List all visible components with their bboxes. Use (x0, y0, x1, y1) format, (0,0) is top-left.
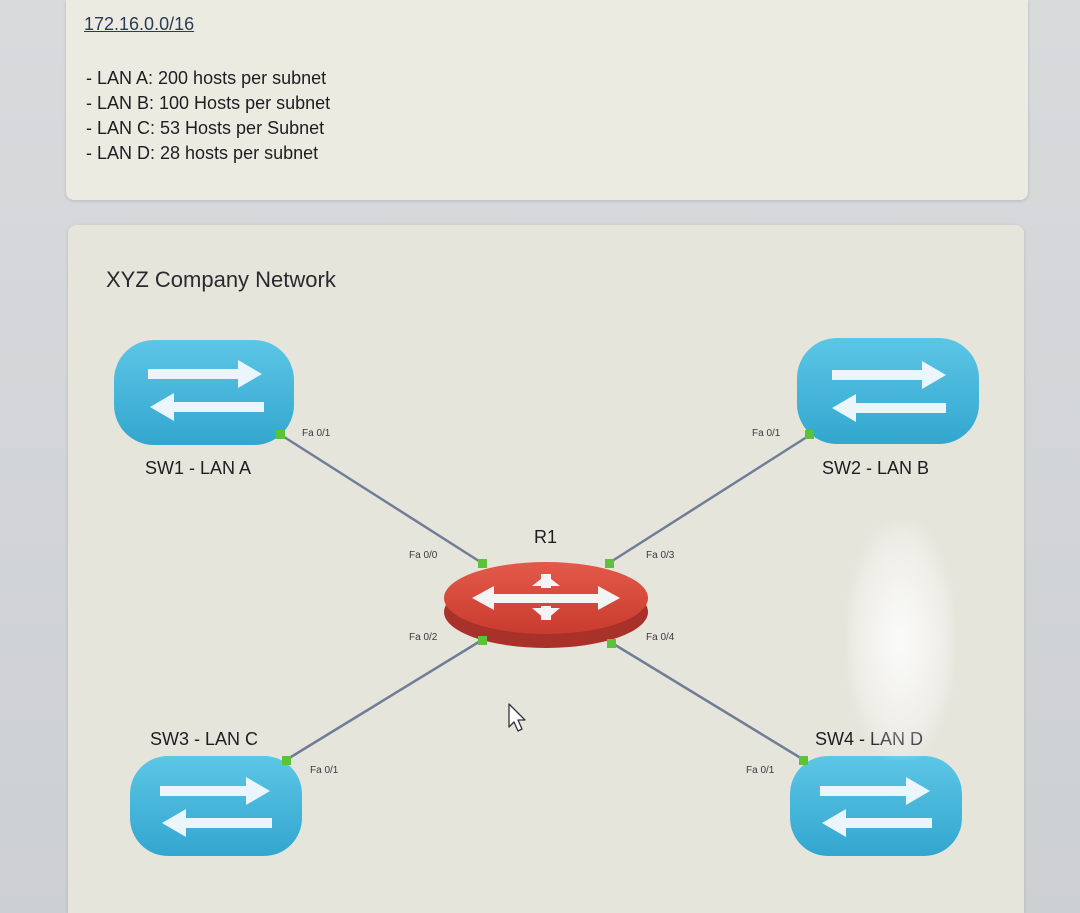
port-dot (805, 430, 814, 439)
r1-port-fa00-label: Fa 0/0 (409, 550, 438, 561)
requirements-list: - LAN A: 200 hosts per subnet - LAN B: 1… (86, 66, 330, 166)
switch-sw2[interactable]: SW2 - LAN B (797, 338, 979, 478)
port-dot (478, 559, 487, 568)
r1-port-fa04-label: Fa 0/4 (646, 632, 675, 643)
requirement-lan-b: - LAN B: 100 Hosts per subnet (86, 93, 331, 113)
switch-sw2-label: SW2 - LAN B (822, 458, 929, 478)
port-dot (605, 559, 614, 568)
link-sw3-r1 (285, 638, 483, 762)
port-dot (799, 756, 808, 765)
r1-port-fa02-label: Fa 0/2 (409, 632, 438, 643)
switch-sw1-body (114, 340, 294, 445)
sw4-port-label: Fa 0/1 (746, 765, 775, 776)
network-address-link[interactable]: 172.16.0.0/16 (84, 14, 195, 34)
switch-sw3-label: SW3 - LAN C (150, 729, 258, 749)
switch-sw4[interactable]: SW4 - LAN D (790, 729, 962, 856)
port-dot (276, 430, 285, 439)
requirement-lan-d: - LAN D: 28 hosts per subnet (86, 143, 319, 163)
router-r1[interactable]: R1 (444, 527, 648, 648)
port-dot (607, 639, 616, 648)
sw2-port-label: Fa 0/1 (752, 428, 781, 439)
link-sw2-r1 (608, 433, 811, 565)
requirement-lan-a: - LAN A: 200 hosts per subnet (86, 68, 327, 88)
router-r1-label: R1 (534, 527, 557, 547)
router-arrows-icon (472, 574, 620, 620)
switch-arrows-icon (832, 361, 946, 422)
switch-sw3[interactable]: SW3 - LAN C (130, 729, 302, 856)
switch-sw4-label: SW4 - LAN D (815, 729, 923, 749)
diagram-title: XYZ Company Network (106, 267, 336, 292)
switch-sw4-body (790, 756, 962, 856)
switch-sw3-body (130, 756, 302, 856)
port-dot (282, 756, 291, 765)
sw3-port-label: Fa 0/1 (310, 765, 339, 776)
port-dot (478, 636, 487, 645)
switch-sw1[interactable]: SW1 - LAN A (114, 340, 294, 478)
switch-sw2-body (797, 338, 979, 444)
r1-port-fa03-label: Fa 0/3 (646, 550, 675, 561)
requirements-card: 172.16.0.0/16 - LAN A: 200 hosts per sub… (66, 0, 1028, 200)
link-sw4-r1 (611, 641, 805, 762)
switch-arrows-icon (160, 777, 272, 837)
requirement-lan-c: - LAN C: 53 Hosts per Subnet (86, 118, 325, 138)
mouse-cursor-icon (508, 703, 526, 732)
sw1-port-label: Fa 0/1 (302, 428, 331, 439)
link-sw1-r1 (280, 433, 483, 565)
port-dots (276, 430, 814, 765)
switch-sw1-label: SW1 - LAN A (145, 458, 251, 478)
switch-arrows-icon (148, 360, 264, 421)
switch-arrows-icon (820, 777, 932, 837)
